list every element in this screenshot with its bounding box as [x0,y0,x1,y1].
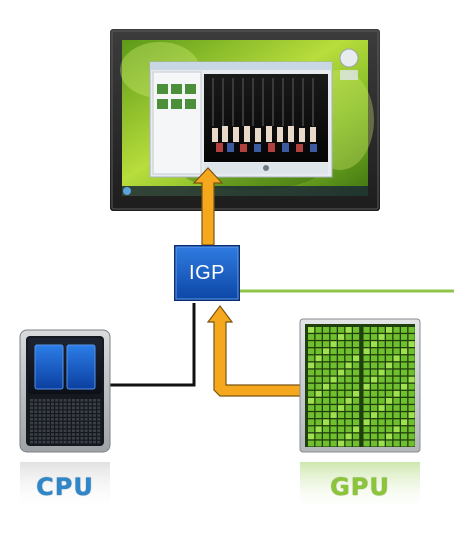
cpu-igp-link-line [110,303,196,387]
gpu-chip-icon [299,318,421,453]
monitor-icon [110,29,380,211]
cpu-chip-icon [19,329,111,453]
gpu-reflection [300,462,420,512]
igp-to-monitor-arrow [192,167,224,246]
cpu-reflection [20,462,110,512]
clock-gadget-icon [339,48,359,68]
gpu-to-igp-arrow [206,305,303,397]
start-button-icon [123,187,131,195]
media-player-window [149,61,333,178]
taskbar [122,186,368,196]
igp-chip [174,245,240,301]
